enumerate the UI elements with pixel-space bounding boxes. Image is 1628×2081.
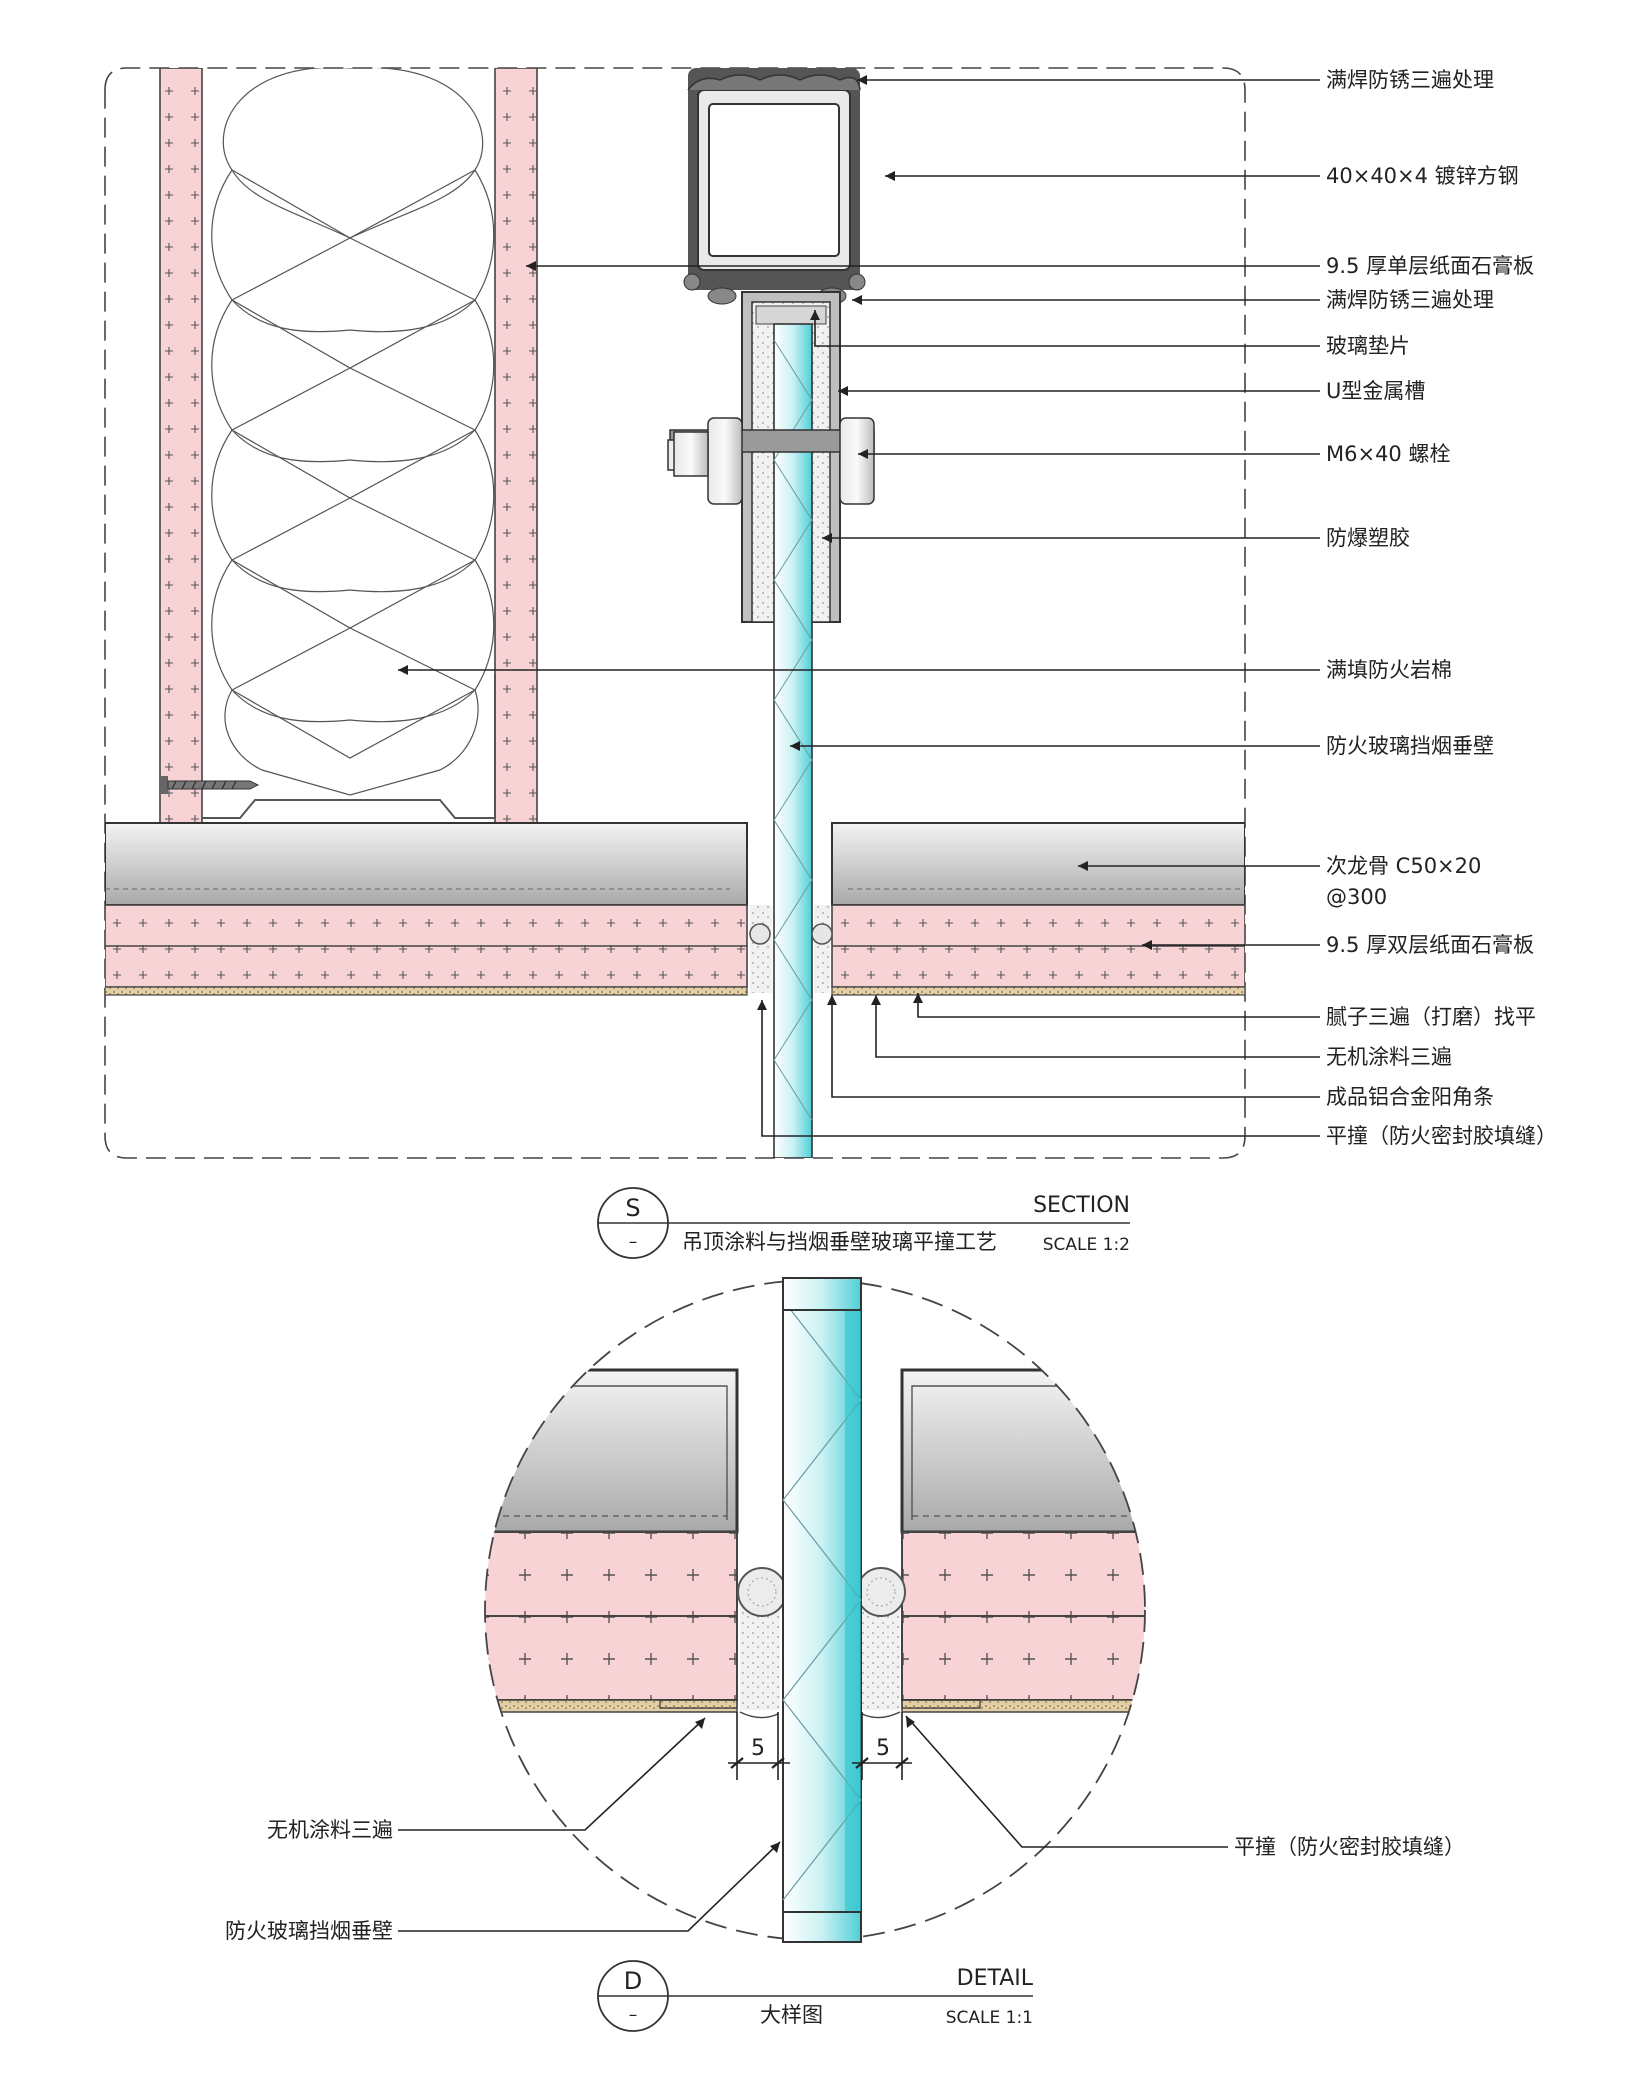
label-inorganic-paint: 无机涂料三遍	[1326, 1045, 1452, 1069]
label-fire-glass: 防火玻璃挡烟垂壁	[1326, 734, 1494, 758]
section-name: 吊顶涂料与挡烟垂壁玻璃平撞工艺	[682, 1230, 997, 1254]
label-glass-pad: 玻璃垫片	[1326, 334, 1410, 358]
detail-letter: D	[624, 1967, 642, 1995]
label-putty: 腻子三遍（打磨）找平	[1326, 1005, 1536, 1029]
detail-title-block: D – DETAIL 大样图 SCALE 1:1	[597, 1960, 1034, 2032]
section-heading: SECTION	[1033, 1193, 1130, 1218]
rock-wool-insulation	[211, 68, 495, 796]
detail-view: 5 5 无机涂料三遍 防火玻璃挡烟垂壁 平撞（防火密封胶填缝）	[225, 1277, 1465, 2032]
sealant-joint	[749, 905, 833, 993]
section-title-block: S – SECTION 吊顶涂料与挡烟垂壁玻璃平撞工艺 SCALE 1:2	[597, 1187, 1130, 1259]
square-steel-tube	[683, 68, 866, 305]
detail-sub: –	[629, 2005, 638, 2025]
label-rock-wool: 满填防火岩棉	[1326, 658, 1452, 682]
detail-right-gypsum-2	[901, 1615, 1145, 1701]
label-aluminum-corner: 成品铝合金阳角条	[1326, 1085, 1494, 1109]
section-labels: 满焊防锈三遍处理 40×40×4 镀锌方钢 9.5 厚单层纸面石膏板 满焊防锈三…	[1326, 68, 1557, 1148]
dimension-right: 5	[852, 1712, 912, 1780]
label-weld-bottom: 满焊防锈三遍处理	[1326, 288, 1494, 312]
detail-left-gypsum-1	[485, 1531, 738, 1617]
section-view: 满焊防锈三遍处理 40×40×4 镀锌方钢 9.5 厚单层纸面石膏板 满焊防锈三…	[104, 67, 1557, 1259]
left-gypsum-board	[159, 68, 203, 826]
dimension-right-value: 5	[876, 1736, 890, 1761]
wall-stud-channel	[202, 674, 496, 819]
section-scale: SCALE 1:2	[1043, 1235, 1130, 1255]
label-joist-spacing: @300	[1326, 885, 1387, 909]
fire-glass-panel	[773, 323, 813, 1158]
label-weld-top: 满焊防锈三遍处理	[1326, 68, 1494, 92]
backer-rod-right	[856, 1567, 906, 1617]
detail-right-putty	[901, 1699, 1145, 1713]
right-gypsum-board	[494, 68, 538, 826]
detail-label-joint: 平撞（防火密封胶填缝）	[1234, 1835, 1465, 1859]
detail-glass-panel	[782, 1280, 862, 1940]
section-sub: –	[629, 1232, 638, 1252]
label-square-tube: 40×40×4 镀锌方钢	[1326, 164, 1519, 188]
screw-icon	[160, 776, 260, 794]
detail-labels: 无机涂料三遍 防火玻璃挡烟垂壁 平撞（防火密封胶填缝）	[225, 1818, 1465, 1943]
section-leaders	[398, 75, 1320, 1137]
backer-rod-left	[737, 1567, 787, 1617]
detail-label-paint: 无机涂料三遍	[267, 1818, 393, 1842]
detail-right-gypsum-1	[901, 1531, 1145, 1617]
dimension-left: 5	[728, 1712, 790, 1780]
dimension-left-value: 5	[751, 1736, 765, 1761]
detail-scale: SCALE 1:1	[946, 2008, 1033, 2028]
bolt-icon	[667, 417, 875, 505]
label-single-gypsum: 9.5 厚单层纸面石膏板	[1326, 254, 1534, 278]
detail-heading: DETAIL	[957, 1966, 1034, 1991]
detail-left-putty	[485, 1699, 738, 1713]
detail-label-glass: 防火玻璃挡烟垂壁	[225, 1919, 393, 1943]
detail-left-gypsum-2	[485, 1615, 738, 1701]
label-bolt: M6×40 螺栓	[1326, 442, 1450, 466]
label-u-channel: U型金属槽	[1326, 379, 1425, 403]
section-letter: S	[625, 1194, 640, 1222]
detail-name: 大样图	[760, 2003, 823, 2027]
detail-right-joist	[900, 1368, 1145, 1534]
detail-leaders	[398, 1715, 1228, 1932]
label-flush-joint: 平撞（防火密封胶填缝）	[1326, 1124, 1557, 1148]
ceiling-left	[105, 822, 748, 996]
label-double-gypsum: 9.5 厚双层纸面石膏板	[1326, 933, 1534, 957]
label-joist: 次龙骨 C50×20	[1326, 854, 1481, 878]
label-blast-plastic: 防爆塑胶	[1326, 526, 1410, 550]
ceiling-right	[831, 822, 1245, 996]
